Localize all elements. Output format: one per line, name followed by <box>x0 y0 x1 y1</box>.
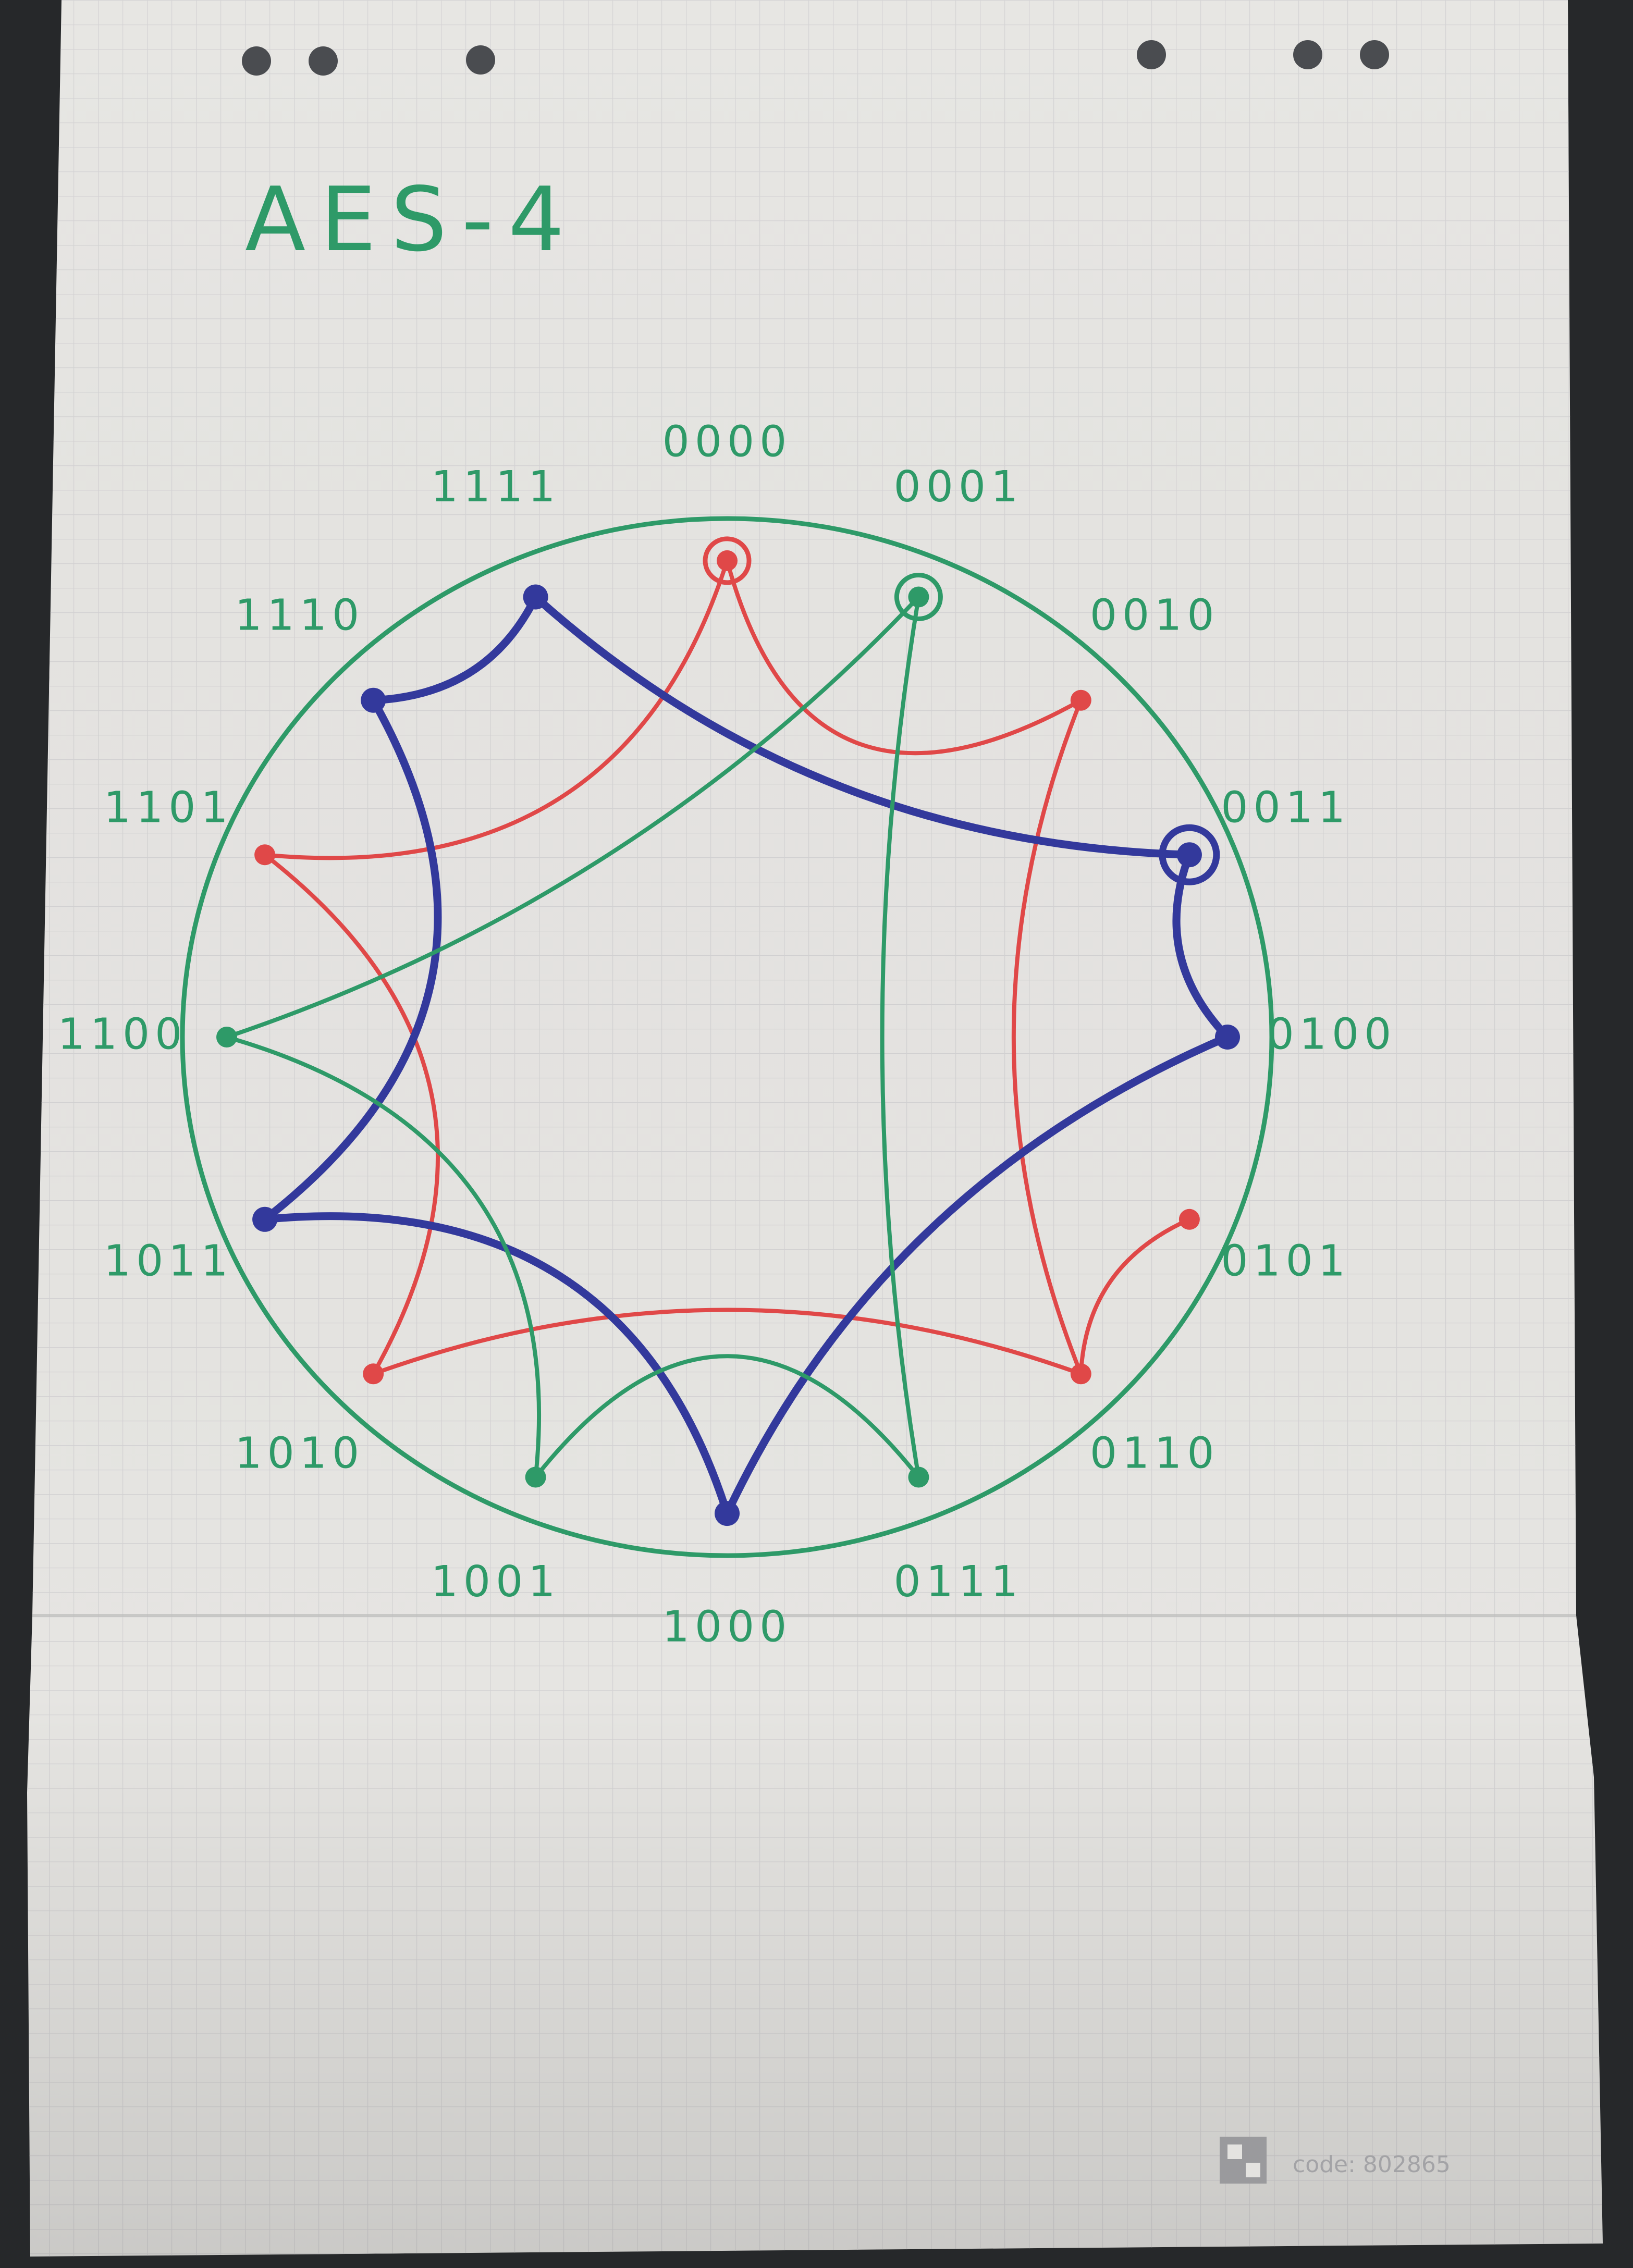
edge-0001-0111 <box>880 595 921 1480</box>
start-marker-0011 <box>1159 824 1220 885</box>
punch-hole <box>1137 40 1166 69</box>
edge-1100-1001 <box>225 1035 541 1480</box>
node-dot-0100 <box>1215 1025 1240 1050</box>
node-dot-0001 <box>908 586 929 608</box>
edge-0101-0110 <box>1078 1217 1192 1376</box>
node-label-0100: 0100 <box>1267 1009 1397 1059</box>
start-marker-0000 <box>703 536 752 585</box>
node-dot-1110 <box>361 687 386 713</box>
node-label-0111: 0111 <box>894 1557 1024 1607</box>
node-label-1101: 1101 <box>104 783 234 832</box>
edge-0000-0010 <box>725 558 1083 756</box>
node-dot-0011 <box>1176 842 1202 868</box>
edge-0100-1000 <box>723 1033 1232 1518</box>
qr-code-inner <box>1227 2144 1242 2159</box>
nodes-layer: 0000 0001 0010 0011 0100 0101 0110 0111 1000 1001… <box>58 417 1397 1652</box>
punch-hole <box>242 46 271 76</box>
ring-circle <box>180 516 1274 1558</box>
punch-hole <box>1360 40 1389 69</box>
node-label-1100: 1100 <box>58 1009 188 1059</box>
edge-1011-1000 <box>261 1212 731 1518</box>
node-dot-0010 <box>1070 689 1091 711</box>
qr-code-inner <box>1246 2163 1260 2177</box>
node-dot-0000 <box>717 550 738 571</box>
punch-holes <box>242 40 1389 76</box>
node-dot-1011 <box>252 1206 278 1232</box>
paper-shading <box>27 0 1603 2257</box>
punch-hole <box>309 46 338 76</box>
node-dot-1100 <box>216 1027 237 1047</box>
footer: code: 802865 <box>1220 2137 1451 2184</box>
markers-layer <box>703 536 1220 885</box>
edge-1101-1010 <box>263 853 440 1376</box>
node-label-1111: 1111 <box>431 462 561 512</box>
edge-0001-1100 <box>225 595 921 1039</box>
node-dot-1001 <box>525 1466 546 1488</box>
node-dot-1000 <box>715 1501 740 1526</box>
diagram-title: AES-4 <box>245 168 579 272</box>
footer-code: code: 802865 <box>1293 2151 1451 2178</box>
node-label-0001: 0001 <box>894 462 1024 512</box>
node-dot-0111 <box>908 1466 929 1488</box>
edge-1001-0111 <box>533 1354 921 1480</box>
node-label-1010: 1010 <box>235 1428 364 1478</box>
node-dot-0110 <box>1070 1363 1091 1385</box>
node-label-1110: 1110 <box>235 591 364 640</box>
node-dot-1101 <box>254 844 276 866</box>
edge-0010-0110 <box>1011 698 1083 1376</box>
edge-1111-0011 <box>532 593 1194 859</box>
node-label-0011: 0011 <box>1221 783 1350 832</box>
node-label-0010: 0010 <box>1090 591 1220 640</box>
start-marker-0001 <box>894 573 943 621</box>
punch-hole <box>466 45 495 75</box>
node-label-0110: 0110 <box>1090 1428 1220 1478</box>
node-label-0101: 0101 <box>1221 1236 1350 1286</box>
punch-hole <box>1293 40 1322 69</box>
node-dot-1010 <box>363 1363 384 1385</box>
node-dot-0101 <box>1178 1209 1200 1230</box>
edges-layer <box>225 558 1232 1518</box>
node-label-1011: 1011 <box>104 1236 234 1286</box>
node-label-1000: 1000 <box>662 1602 792 1651</box>
node-dot-1111 <box>523 584 548 610</box>
edge-1111-1110 <box>369 593 540 705</box>
edge-1110-1011 <box>261 696 442 1224</box>
node-label-1001: 1001 <box>431 1557 561 1607</box>
node-label-0000: 0000 <box>662 417 792 467</box>
edge-1010-0110 <box>371 1308 1083 1376</box>
edge-0000-1101 <box>263 558 729 860</box>
